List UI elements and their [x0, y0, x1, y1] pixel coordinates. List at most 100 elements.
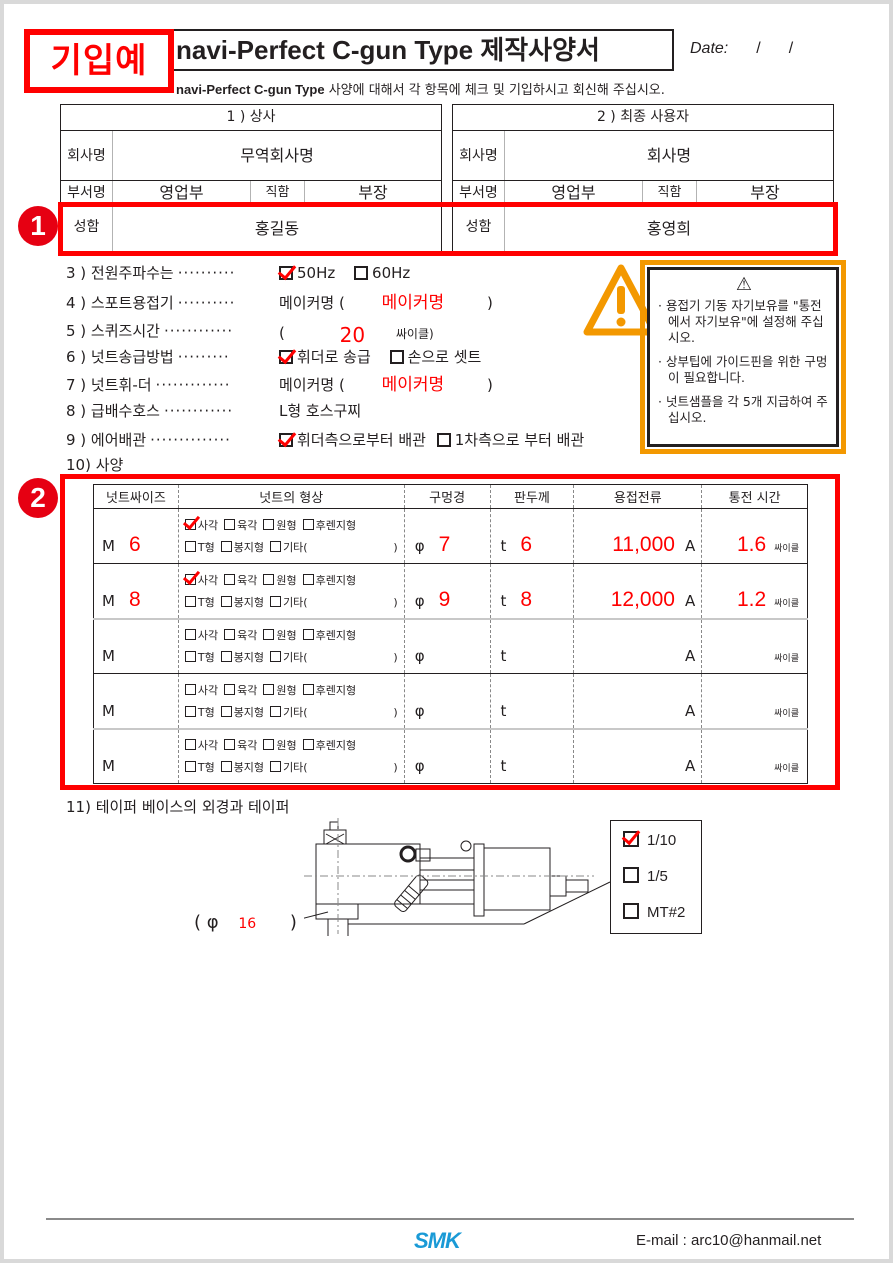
checkbox-60hz[interactable]: [354, 266, 369, 280]
shape-checkbox[interactable]: [224, 739, 236, 751]
time-cell[interactable]: 싸이클: [701, 673, 808, 729]
shape-option[interactable]: 후렌지형: [302, 573, 356, 587]
shape-checkbox[interactable]: [220, 705, 232, 717]
nut-size-cell[interactable]: M: [94, 729, 179, 784]
shape-option[interactable]: T형: [184, 705, 215, 719]
shape-option[interactable]: 사각: [184, 739, 218, 752]
position-field[interactable]: 부장: [750, 183, 780, 202]
shape-checkbox[interactable]: [220, 541, 232, 552]
shape-checkbox[interactable]: [220, 651, 232, 663]
shape-checkbox[interactable]: [263, 573, 275, 585]
shape-option[interactable]: 사각: [184, 629, 218, 642]
shape-option[interactable]: 기타(: [270, 541, 308, 554]
shape-checkbox[interactable]: [224, 683, 236, 695]
shape-option[interactable]: 후렌지형: [302, 519, 356, 532]
shape-option[interactable]: 봉지형: [220, 761, 264, 774]
current-cell[interactable]: A: [573, 673, 702, 729]
nut-size-cell[interactable]: M: [94, 674, 179, 729]
taper-option-1-5[interactable]: 1/5: [623, 867, 701, 903]
name-field[interactable]: 홍영희: [646, 219, 692, 238]
time-cell[interactable]: 싸이클: [701, 728, 808, 784]
thickness-cell[interactable]: t: [489, 673, 574, 729]
shape-option[interactable]: 후렌지형: [302, 739, 356, 752]
shape-checkbox[interactable]: [302, 739, 314, 751]
thickness-cell[interactable]: t: [489, 618, 574, 674]
shape-option[interactable]: 봉지형: [220, 595, 264, 609]
hole-dia-cell[interactable]: φ: [403, 673, 491, 729]
checkbox-feeder[interactable]: [279, 350, 293, 364]
current-cell[interactable]: A: [573, 618, 702, 674]
company-field[interactable]: 회사명: [646, 146, 692, 165]
shape-option[interactable]: 기타(: [270, 761, 308, 774]
taper-diameter-field[interactable]: 16: [238, 916, 257, 932]
shape-checkbox[interactable]: [263, 683, 275, 695]
squeeze-time-field[interactable]: 20: [339, 323, 366, 347]
shape-option[interactable]: 기타(: [270, 595, 308, 609]
shape-checkbox[interactable]: [184, 541, 196, 552]
taper-option-1-10[interactable]: 1/10: [623, 831, 701, 867]
name-field[interactable]: 홍길동: [254, 219, 300, 238]
shape-checkbox[interactable]: [184, 761, 196, 773]
shape-option[interactable]: 봉지형: [220, 651, 264, 664]
shape-option[interactable]: 후렌지형: [302, 683, 356, 697]
hole-dia-cell[interactable]: φ: [403, 728, 491, 784]
shape-option[interactable]: 원형: [263, 629, 297, 642]
checkbox-1-5[interactable]: [623, 867, 639, 883]
shape-checkbox[interactable]: [270, 761, 282, 773]
shape-option[interactable]: T형: [184, 595, 215, 609]
shape-option[interactable]: 봉지형: [220, 541, 264, 554]
shape-checkbox[interactable]: [184, 573, 196, 585]
shape-checkbox[interactable]: [224, 573, 236, 585]
shape-checkbox[interactable]: [224, 519, 236, 530]
shape-option[interactable]: 육각: [224, 573, 257, 587]
date-field[interactable]: Date://: [690, 40, 793, 58]
shape-checkbox[interactable]: [263, 519, 275, 530]
shape-checkbox[interactable]: [302, 629, 314, 641]
shape-option[interactable]: 기타(: [270, 705, 308, 719]
shape-checkbox[interactable]: [270, 651, 282, 663]
nut-feeder-maker-field[interactable]: 메이커명: [381, 375, 445, 395]
shape-checkbox[interactable]: [302, 683, 314, 695]
checkbox-feeder-side[interactable]: [279, 433, 293, 447]
checkbox-1-10[interactable]: [623, 831, 639, 847]
checkbox-manual[interactable]: [389, 350, 404, 364]
shape-option[interactable]: T형: [184, 541, 215, 554]
shape-option[interactable]: 원형: [263, 519, 297, 532]
shape-checkbox[interactable]: [220, 595, 232, 607]
shape-option[interactable]: 후렌지형: [302, 629, 356, 642]
checkbox-50hz[interactable]: [279, 266, 293, 280]
spot-welder-maker-field[interactable]: 메이커명: [381, 293, 445, 313]
shape-checkbox[interactable]: [302, 573, 314, 585]
shape-checkbox[interactable]: [184, 519, 196, 530]
shape-option[interactable]: 육각: [224, 519, 257, 532]
shape-option[interactable]: 사각: [184, 573, 218, 587]
shape-option[interactable]: T형: [184, 651, 215, 664]
dept-field[interactable]: 영업부: [505, 181, 643, 204]
shape-checkbox[interactable]: [263, 629, 275, 641]
hole-dia-cell[interactable]: φ: [403, 618, 491, 674]
shape-checkbox[interactable]: [263, 739, 275, 751]
shape-checkbox[interactable]: [184, 705, 196, 717]
shape-checkbox[interactable]: [184, 739, 196, 751]
company-field[interactable]: 무역회사명: [240, 146, 314, 165]
dept-field[interactable]: 영업부: [113, 181, 251, 204]
shape-checkbox[interactable]: [184, 651, 196, 663]
shape-option[interactable]: 원형: [263, 573, 297, 587]
current-cell[interactable]: A: [573, 728, 702, 784]
shape-option[interactable]: 봉지형: [220, 705, 264, 719]
checkbox-primary-side[interactable]: [436, 433, 451, 447]
shape-option[interactable]: 원형: [263, 683, 297, 697]
shape-checkbox[interactable]: [270, 595, 282, 607]
shape-checkbox[interactable]: [184, 629, 196, 641]
shape-option[interactable]: 육각: [224, 629, 257, 642]
shape-checkbox[interactable]: [224, 629, 236, 641]
